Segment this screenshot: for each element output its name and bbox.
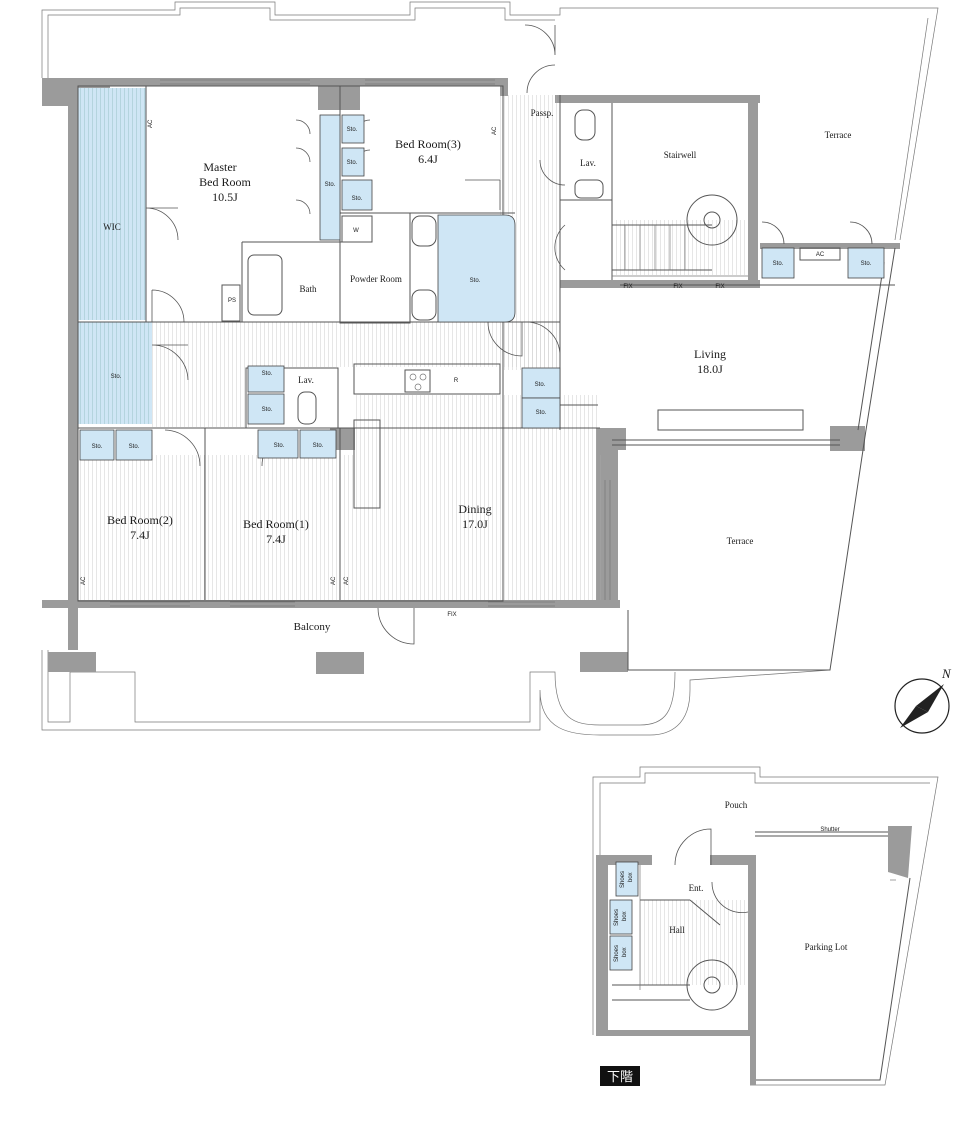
storage-upper: [79, 114, 885, 461]
ac-label: AC: [344, 576, 350, 585]
fix-label: FIX: [447, 612, 456, 618]
sto-label: Sto.: [262, 371, 273, 377]
floor-badge: [600, 1066, 640, 1086]
fix-label: FIX: [673, 284, 682, 290]
sto-label: Sto.: [313, 443, 324, 449]
shoes-box-label-3a: Shoes: [614, 945, 620, 962]
bedroom3-label: Bed Room(3): [395, 137, 461, 151]
stairwell-label: Stairwell: [664, 150, 697, 160]
balcony-label: Balcony: [294, 621, 331, 633]
hall-label: Hall: [669, 925, 685, 935]
dining-label: Dining: [458, 502, 491, 516]
sto-label: Sto.: [347, 127, 358, 133]
r-label: R: [454, 378, 459, 384]
living-label: Living: [694, 347, 726, 361]
sto-label: Sto.: [773, 261, 784, 267]
terrace-top-label: Terrace: [825, 130, 852, 140]
floor-areas: [78, 88, 748, 600]
bedroom3-size: 6.4J: [418, 152, 438, 166]
shutter-label: Shutter: [820, 827, 839, 833]
partitions: [77, 85, 896, 671]
fixtures: [221, 109, 604, 425]
spiral-stair-upper: [612, 194, 738, 271]
north-compass: N: [894, 666, 952, 734]
ac-label: AC: [81, 576, 87, 585]
ac-label: AC: [492, 126, 498, 135]
fix-label: FIX: [715, 284, 724, 290]
shoes-box-label-2b: box: [622, 911, 628, 921]
windows: [110, 79, 748, 607]
master-bedroom-label: Master: [203, 160, 236, 174]
pouch-label: Pouch: [725, 800, 748, 810]
sto-label: Sto.: [536, 410, 547, 416]
master-bedroom-size: 10.5J: [212, 190, 238, 204]
bedroom2-label: Bed Room(2): [107, 513, 173, 527]
sto-label: Sto.: [92, 444, 103, 450]
sto-label: Sto.: [352, 196, 363, 202]
lav-mid-label: Lav.: [298, 375, 314, 385]
sto-label: Sto.: [129, 444, 140, 450]
ps-label: PS: [228, 298, 236, 304]
shoes-box-label-3b: box: [622, 947, 628, 957]
ac-label: AC: [148, 119, 154, 128]
small-annotations: AC AC AC AC AC AC FIX FIX FIX FIX PS W R: [81, 119, 825, 618]
dining-size: 17.0J: [462, 517, 488, 531]
bedroom2-size: 7.4J: [130, 528, 150, 542]
powder-room-label: Powder Room: [350, 274, 402, 284]
sto-label: Sto.: [470, 278, 481, 284]
bedroom1-size: 7.4J: [266, 532, 286, 546]
compass-n-label: N: [941, 666, 952, 681]
passp-label: Passp.: [531, 108, 554, 118]
sto-label: Sto.: [347, 160, 358, 166]
shoes-box-label-1b: box: [628, 872, 634, 882]
w-label: W: [353, 228, 359, 234]
sto-label: Sto.: [111, 374, 122, 380]
ac-label: AC: [331, 576, 337, 585]
wic-label: WIC: [103, 222, 121, 232]
shoes-box-label-1a: Shoes: [620, 871, 626, 888]
sto-label: Sto.: [262, 407, 273, 413]
ent-label: Ent.: [689, 883, 704, 893]
storage-labels: Sto. Sto. Sto. Sto. Sto. Sto. Sto. Sto. …: [92, 127, 872, 450]
terrace-right-label: Terrace: [727, 536, 754, 546]
master-bedroom-label-2: Bed Room: [199, 175, 251, 189]
lav-top-label: Lav.: [580, 158, 596, 168]
shoes-box-label-2a: Shoes: [614, 909, 620, 926]
bedroom1-label: Bed Room(1): [243, 517, 309, 531]
outer-outlines: [41, 1, 939, 736]
sto-label: Sto.: [861, 261, 872, 267]
sto-label: Sto.: [325, 182, 336, 188]
parking-lot-label: Parking Lot: [805, 942, 848, 952]
fix-label: FIX: [623, 284, 632, 290]
living-size: 18.0J: [697, 362, 723, 376]
floor-badge-text: 下階: [607, 1070, 633, 1085]
sto-label: Sto.: [535, 382, 546, 388]
room-labels-upper: Master Bed Room 10.5J Bed Room(3) 6.4J B…: [103, 108, 851, 633]
sto-label: Sto.: [274, 443, 285, 449]
ac-label: AC: [816, 252, 825, 258]
bath-label: Bath: [300, 284, 317, 294]
lower-floor: Pouch Ent. Hall Parking Lot Shutter Shoe…: [592, 766, 939, 1086]
